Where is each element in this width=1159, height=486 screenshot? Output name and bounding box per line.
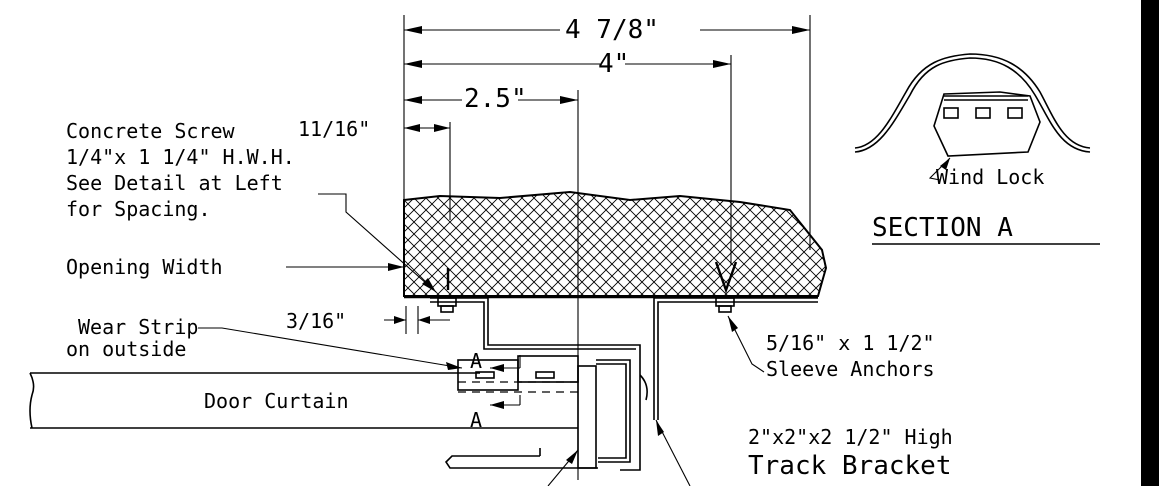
track-bracket-assembly: [430, 297, 818, 471]
svg-text:2"x2"x2 1/2" High: 2"x2"x2 1/2" High: [748, 425, 953, 449]
dim-four-label: 4": [598, 49, 629, 79]
wind-lock-label: Wind Lock: [936, 165, 1044, 189]
svg-text:3/16": 3/16": [286, 309, 346, 333]
section-marker-bottom: A: [470, 395, 521, 432]
svg-text:1/4"x 1 1/4" H.W.H.: 1/4"x 1 1/4" H.W.H.: [66, 145, 295, 169]
svg-text:Sleeve Anchors: Sleeve Anchors: [766, 357, 935, 381]
svg-text:5/16" x 1 1/2": 5/16" x 1 1/2": [766, 331, 935, 355]
section-a-detail: Wind Lock SECTION A: [854, 53, 1100, 245]
svg-text:A: A: [470, 408, 482, 432]
svg-text:Opening Width: Opening Width: [66, 255, 223, 279]
svg-text:Wear Strip: Wear Strip: [78, 315, 198, 339]
track-bracket-note: 2"x2"x2 1/2" High Track Bracket: [547, 419, 953, 486]
dim-overall: 4 7/8": [403, 15, 811, 250]
svg-text:for Spacing.: for Spacing.: [66, 197, 211, 221]
section-marker-top: A: [470, 349, 521, 373]
wear-strip-note: Wear Strip on outside: [66, 315, 463, 370]
concrete-screw-note: Concrete Screw 1/4"x 1 1/4" H.W.H. See D…: [66, 119, 437, 293]
door-curtain-label: Door Curtain: [204, 389, 349, 413]
svg-text:on outside: on outside: [66, 337, 186, 361]
svg-text:Track Bracket: Track Bracket: [748, 451, 952, 481]
dim-eleven-sixteenths-label: 11/16": [298, 117, 370, 141]
door-curtain: Door Curtain: [29, 372, 578, 429]
opening-width-note: Opening Width: [66, 255, 404, 279]
dim-three-sixteenths: 3/16": [286, 306, 450, 334]
section-title: SECTION A: [872, 213, 1013, 243]
dim-two-five-label: 2.5": [464, 84, 527, 114]
svg-text:Concrete Screw: Concrete Screw: [66, 119, 236, 143]
dim-overall-label: 4 7/8": [565, 15, 659, 45]
frame-border: [1141, 0, 1159, 486]
dim-eleven-sixteenths: 11/16": [298, 117, 451, 220]
svg-text:A: A: [470, 349, 482, 373]
svg-text:See Detail at Left: See Detail at Left: [66, 171, 283, 195]
concrete-slab: [403, 190, 828, 297]
wind-lock-blocks: [457, 355, 579, 393]
sleeve-anchor-v: [714, 261, 738, 294]
sleeve-anchors-note: 5/16" x 1 1/2" Sleeve Anchors: [727, 315, 935, 381]
